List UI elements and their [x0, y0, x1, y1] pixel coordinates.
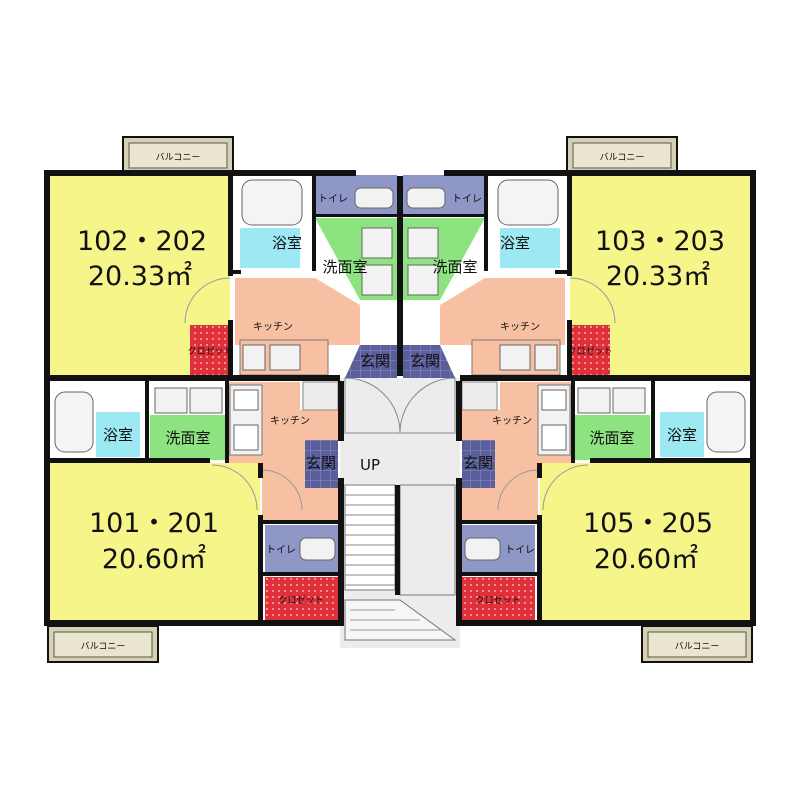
toilet-label: トイレ — [452, 194, 482, 205]
bathtub — [54, 391, 94, 453]
unit-number: 105・205 — [583, 508, 713, 539]
balcony-bottom-left: バルコニー — [47, 625, 159, 663]
unit-105: 浴室 洗面室 キッチン 玄関 105・205 20.60㎡ トイレ クロゼット — [461, 381, 750, 620]
balcony-label: バルコニー — [156, 152, 201, 163]
washroom — [575, 415, 650, 460]
entrance-label: 玄関 — [360, 352, 390, 370]
living-room — [50, 463, 260, 620]
bathroom — [500, 228, 560, 268]
unit-area: 20.60㎡ — [594, 544, 698, 575]
closet — [265, 577, 338, 620]
bathtub — [241, 179, 303, 226]
balcony-label: バルコニー — [675, 641, 720, 652]
balcony-label: バルコニー — [81, 641, 126, 652]
unit-101: 浴室 洗面室 キッチン 玄関 101・201 20.60㎡ トイレ クロゼット — [50, 381, 339, 620]
bathtub — [497, 179, 559, 226]
entrance-label: 玄関 — [463, 454, 493, 472]
kitchen — [440, 278, 565, 345]
closet-label: クロゼット — [278, 594, 323, 606]
toilet-label: トイレ — [266, 545, 296, 556]
stairs-up-label: UP — [360, 456, 380, 474]
entrance — [305, 440, 338, 488]
unit-103: 103・203 20.33㎡ クロゼット 浴室 トイレ 洗面室 キッチン 玄関 — [403, 175, 750, 378]
entrance — [345, 345, 397, 378]
bathtub — [706, 391, 746, 453]
balcony-bottom-right: バルコニー — [641, 625, 753, 663]
bath-label: 浴室 — [500, 234, 530, 252]
entrance-label: 玄関 — [410, 352, 440, 370]
entrance-label: 玄関 — [306, 454, 336, 472]
bathroom — [660, 412, 704, 457]
kitchen-label: キッチン — [253, 321, 293, 333]
bath-label: 浴室 — [103, 426, 133, 444]
balcony-top-left: バルコニー — [122, 136, 234, 173]
toilet-fixture — [464, 537, 501, 561]
unit-number: 102・202 — [77, 226, 207, 257]
walls — [44, 170, 756, 626]
entrance — [403, 345, 455, 378]
toilet-label: トイレ — [505, 545, 535, 556]
toilet-fixture — [354, 187, 394, 209]
kitchen — [235, 278, 360, 345]
washroom — [150, 415, 225, 460]
unit-area: 20.60㎡ — [102, 544, 206, 575]
unit-area: 20.33㎡ — [88, 261, 192, 292]
bathroom — [240, 228, 300, 268]
bath-label: 浴室 — [272, 234, 302, 252]
kitchen-label: キッチン — [492, 415, 532, 427]
kitchen-label: キッチン — [500, 321, 540, 333]
closet — [570, 325, 610, 375]
closet — [462, 577, 535, 620]
toilet-label: トイレ — [318, 194, 348, 205]
closet-label: クロゼット — [187, 345, 232, 357]
unit-number: 101・201 — [89, 508, 219, 539]
washroom-label: 洗面室 — [165, 429, 210, 447]
washroom-label: 洗面室 — [589, 429, 634, 447]
bathroom — [96, 412, 140, 457]
washroom-label: 洗面室 — [432, 258, 477, 276]
unit-number: 103・203 — [595, 226, 725, 257]
closet-label: クロゼット — [567, 345, 612, 357]
toilet-fixture — [299, 537, 336, 561]
living-room — [540, 463, 750, 620]
unit-102: 102・202 20.33㎡ クロゼット 浴室 トイレ 洗面室 キッチン 玄関 — [50, 175, 397, 378]
closet-label: クロゼット — [475, 594, 520, 606]
unit-area: 20.33㎡ — [606, 261, 710, 292]
balcony-label: バルコニー — [600, 152, 645, 163]
bath-label: 浴室 — [667, 426, 697, 444]
washroom-label: 洗面室 — [322, 258, 367, 276]
balcony-top-right: バルコニー — [566, 136, 678, 173]
closet — [190, 325, 230, 375]
toilet-fixture — [406, 187, 446, 209]
kitchen-label: キッチン — [270, 415, 310, 427]
entrance — [462, 440, 495, 488]
